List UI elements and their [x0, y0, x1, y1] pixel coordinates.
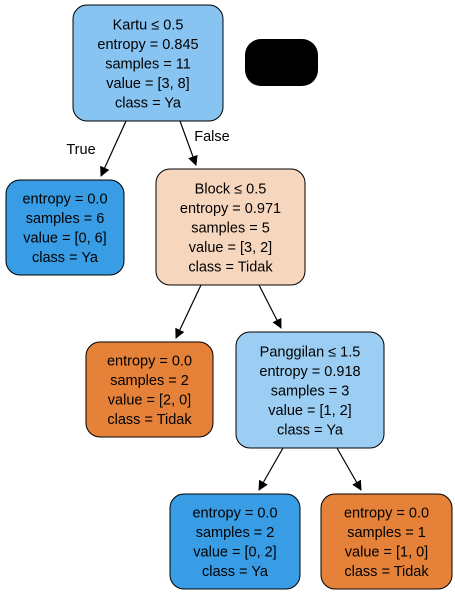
node-line: Panggilan ≤ 1.5	[260, 344, 361, 360]
node-line: entropy = 0.0	[192, 506, 277, 522]
edge-n0-n1	[100, 120, 127, 177]
node-line: entropy = 0.0	[344, 506, 429, 522]
node-line: samples = 2	[196, 525, 275, 541]
tree-node-n4: Panggilan ≤ 1.5 entropy = 0.918 samples = …	[235, 331, 385, 449]
node-line: samples = 2	[110, 373, 189, 389]
node-line: Kartu ≤ 0.5	[113, 17, 184, 33]
node-line: class = Ya	[202, 564, 269, 580]
node-box	[155, 168, 306, 286]
node-line: entropy = 0.845	[97, 37, 198, 53]
edge-n4-n6	[336, 447, 362, 491]
edge-n4-n5	[258, 447, 284, 491]
node-box	[169, 493, 301, 590]
node-line: class = Tidak	[188, 259, 273, 275]
node-line: entropy = 0.971	[180, 201, 281, 217]
tree-node-n1: entropy = 0.0 samples = 6 value = [0, 6] cl…	[5, 179, 125, 276]
node-line: value = [0, 2]	[193, 545, 276, 561]
node-line: value = [3, 8]	[106, 76, 189, 92]
edge-n2-n3	[175, 284, 202, 339]
node-line: Block ≤ 0.5	[195, 181, 267, 197]
node-line: value = [1, 2]	[268, 403, 351, 419]
edge-n2-n4	[258, 284, 282, 329]
edge-n0-n2	[179, 120, 198, 166]
node-line: class = Tidak	[344, 564, 429, 580]
nodes-layer: Kartu ≤ 0.5 entropy = 0.845 samples = 11 va…	[5, 4, 453, 590]
edges-layer: True False	[66, 120, 362, 491]
node-line: value = [1, 0]	[345, 545, 428, 561]
node-box	[72, 4, 224, 122]
tree-node-n5: entropy = 0.0 samples = 2 value = [0, 2] cl…	[169, 493, 301, 590]
node-line: samples = 5	[191, 220, 270, 236]
tree-node-n2: Block ≤ 0.5 entropy = 0.971 samples = 5 val…	[155, 168, 306, 286]
node-line: samples = 3	[271, 383, 350, 399]
node-line: class = Ya	[32, 250, 99, 266]
node-box	[5, 179, 125, 276]
node-line: value = [3, 2]	[189, 240, 272, 256]
node-line: samples = 6	[26, 211, 105, 227]
tree-node-n3: entropy = 0.0 samples = 2 value = [2, 0] cl…	[85, 341, 214, 438]
node-line: class = Ya	[115, 95, 182, 111]
node-line: samples = 11	[105, 56, 191, 72]
redaction-box	[245, 39, 318, 86]
node-line: samples = 1	[347, 525, 426, 541]
node-box	[235, 331, 385, 449]
node-box	[85, 341, 214, 438]
node-line: value = [2, 0]	[108, 393, 191, 409]
node-box	[320, 493, 453, 590]
node-line: class = Ya	[277, 422, 344, 438]
tree-node-n6: entropy = 0.0 samples = 1 value = [1, 0] cl…	[320, 493, 453, 590]
node-line: entropy = 0.0	[22, 192, 107, 208]
edge-label-false: False	[194, 129, 229, 145]
node-line: entropy = 0.918	[259, 364, 360, 380]
node-line: entropy = 0.0	[107, 354, 192, 370]
node-line: class = Tidak	[107, 412, 192, 428]
node-line: value = [0, 6]	[23, 231, 106, 247]
edge-label-true: True	[66, 142, 95, 158]
tree-node-n0: Kartu ≤ 0.5 entropy = 0.845 samples = 11 va…	[72, 4, 224, 122]
